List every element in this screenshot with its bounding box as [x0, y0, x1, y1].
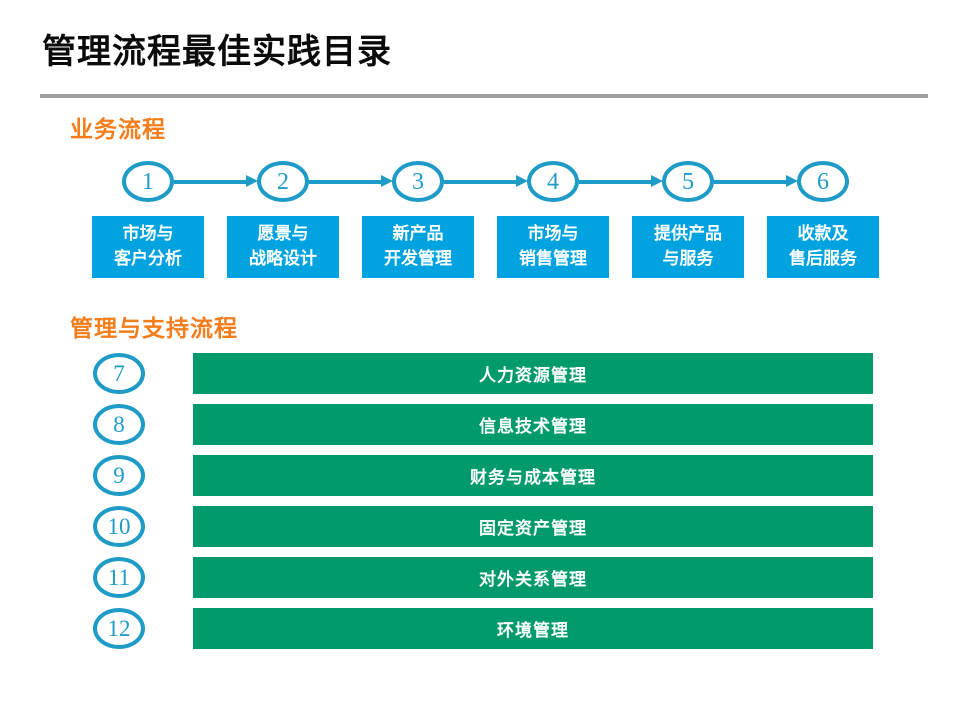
- step-number-2: 2: [277, 168, 289, 195]
- arrow-head-icon: [246, 175, 258, 187]
- step-circle-3: 3: [392, 161, 444, 202]
- title-divider: [40, 94, 928, 98]
- support-bar-environment-management: 环境管理: [193, 608, 873, 649]
- support-row-external-relations: 11 对外关系管理: [93, 557, 873, 598]
- step-box-vision-strategy-design: 愿景与 战略设计: [227, 216, 339, 278]
- step-box-line1: 收款及: [797, 224, 849, 244]
- support-number-10: 10: [107, 514, 131, 539]
- flow-arrow-2-3: [309, 175, 393, 188]
- support-number-12: 12: [107, 616, 131, 641]
- support-bar-fixed-asset-management: 固定资产管理: [193, 506, 873, 547]
- step-box-line2: 售后服务: [789, 249, 857, 268]
- support-number-11: 11: [107, 565, 131, 590]
- support-bar-it-management: 信息技术管理: [193, 404, 873, 445]
- step-box-market-customer-analysis: 市场与 客户分析: [92, 216, 204, 278]
- support-number-8: 8: [113, 412, 125, 437]
- step-box-line1: 愿景与: [257, 224, 309, 244]
- support-row-it: 8 信息技术管理: [93, 404, 873, 445]
- support-bar-external-relations-management: 对外关系管理: [193, 557, 873, 598]
- step-box-line1: 市场与: [122, 224, 174, 244]
- flow-arrow-5-6: [714, 175, 798, 188]
- step-circle-5: 5: [662, 161, 714, 202]
- support-row-hr: 7 人力资源管理: [93, 353, 873, 394]
- step-box-collection-aftersales-service: 收款及 售后服务: [767, 216, 879, 278]
- step-circle-6: 6: [797, 161, 849, 202]
- step-box-line2: 客户分析: [114, 249, 182, 268]
- step-circle-2: 2: [257, 161, 309, 202]
- step-circle-4: 4: [527, 161, 579, 202]
- step-box-new-product-development: 新产品 开发管理: [362, 216, 474, 278]
- business-section-heading: 业务流程: [70, 116, 166, 142]
- step-box-line2: 战略设计: [249, 249, 317, 268]
- step-box-line1: 提供产品: [654, 224, 722, 244]
- flow-arrow-1-2: [174, 175, 258, 188]
- support-circle-10: 10: [93, 506, 145, 547]
- step-number-3: 3: [412, 168, 424, 195]
- step-box-line1: 市场与: [527, 224, 579, 244]
- arrow-shaft: [174, 179, 247, 184]
- support-number-9: 9: [113, 463, 125, 488]
- support-row-environment: 12 环境管理: [93, 608, 873, 649]
- arrow-head-icon: [651, 175, 663, 187]
- arrow-shaft: [579, 179, 652, 184]
- support-circle-8: 8: [93, 404, 145, 445]
- step-number-5: 5: [682, 168, 694, 195]
- arrow-head-icon: [516, 175, 528, 187]
- page-title: 管理流程最佳实践目录: [42, 33, 392, 71]
- arrow-shaft: [444, 179, 517, 184]
- step-box-line2: 开发管理: [384, 249, 452, 268]
- flow-arrow-3-4: [444, 175, 528, 188]
- support-circle-9: 9: [93, 455, 145, 496]
- support-circle-12: 12: [93, 608, 145, 649]
- step-number-1: 1: [142, 168, 154, 195]
- support-row-finance: 9 财务与成本管理: [93, 455, 873, 496]
- step-box-line2: 与服务: [662, 249, 714, 268]
- flow-arrow-4-5: [579, 175, 663, 188]
- arrow-shaft: [309, 179, 382, 184]
- step-number-4: 4: [547, 168, 559, 195]
- step-box-line1: 新产品: [392, 224, 444, 244]
- support-bar-hr-management: 人力资源管理: [193, 353, 873, 394]
- support-bar-finance-cost-management: 财务与成本管理: [193, 455, 873, 496]
- support-rows: 7 人力资源管理 8 信息技术管理 9 财务与成本管理 10 固定资产管理 11: [93, 353, 873, 649]
- step-circle-1: 1: [122, 161, 174, 202]
- support-circle-7: 7: [93, 353, 145, 394]
- support-number-7: 7: [113, 361, 125, 386]
- step-box-market-sales-management: 市场与 销售管理: [497, 216, 609, 278]
- support-row-fixed-assets: 10 固定资产管理: [93, 506, 873, 547]
- arrow-shaft: [714, 179, 787, 184]
- step-number-6: 6: [817, 168, 829, 195]
- arrow-head-icon: [381, 175, 393, 187]
- support-circle-11: 11: [93, 557, 145, 598]
- step-box-provide-products-services: 提供产品 与服务: [632, 216, 744, 278]
- step-box-line2: 销售管理: [519, 249, 587, 268]
- support-section-heading: 管理与支持流程: [70, 315, 238, 341]
- arrow-head-icon: [786, 175, 798, 187]
